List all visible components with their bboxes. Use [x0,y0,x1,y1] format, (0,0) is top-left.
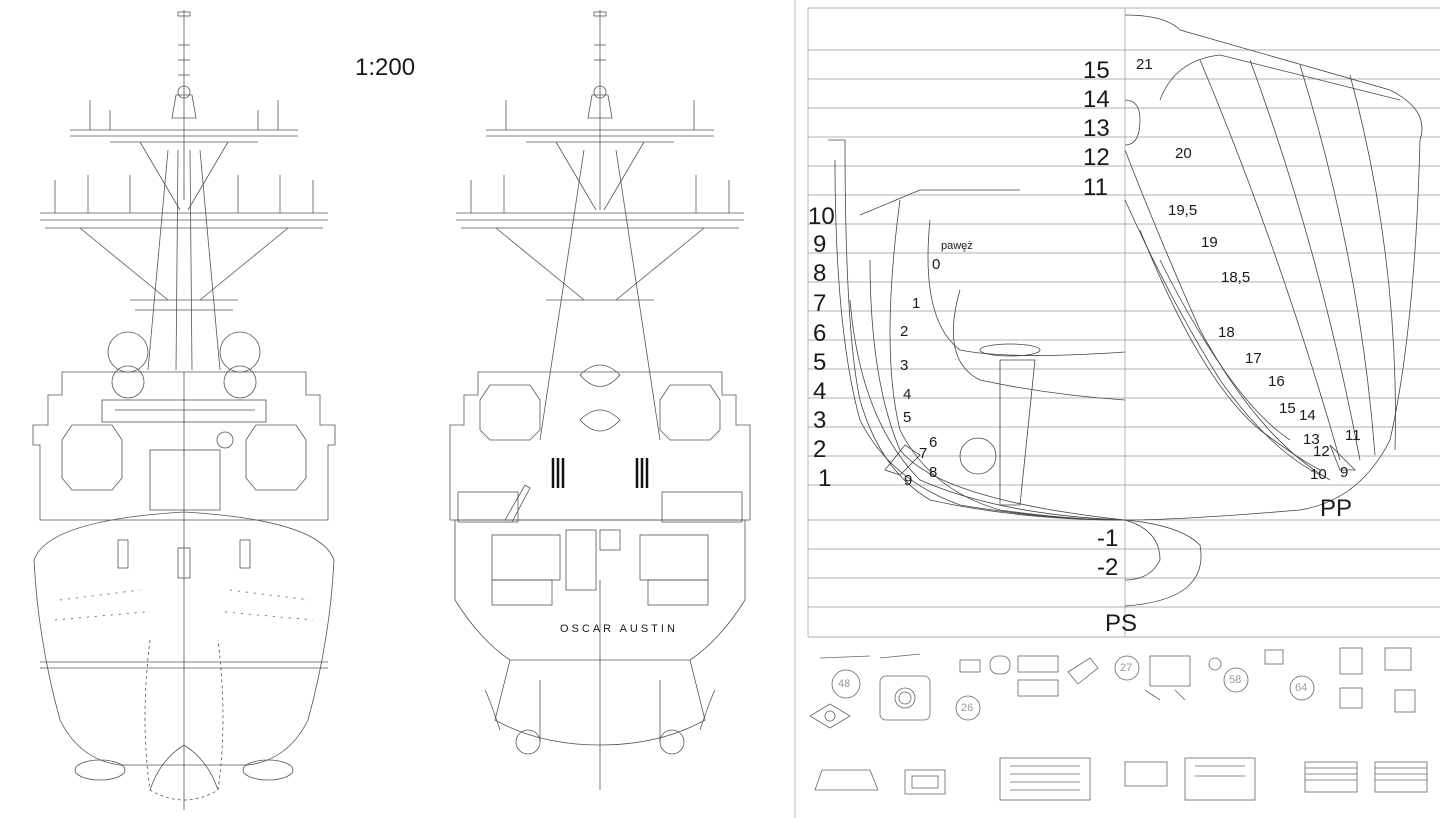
stern-view-drawing [449,10,751,790]
station-label: 19 [1201,234,1218,251]
transom-label: pawęż [941,240,973,252]
station-label: 4 [903,386,912,403]
station-label: 18,5 [1221,269,1251,286]
station-label: 12 [1313,443,1330,460]
ship-name-label: OSCAR AUSTIN [560,623,678,635]
station-label: 14 [1299,407,1316,424]
parts-sheet [809,647,1428,801]
station-label: 1 [912,295,921,312]
station-label: 15 [1279,400,1296,417]
station-label: 16 [1268,373,1285,390]
station-label: 17 [1245,350,1262,367]
body-plan-grid [807,7,1440,638]
waterline-label: 5 [813,349,827,376]
station-label: 6 [929,434,938,451]
part-number: 64 [1295,682,1308,694]
waterline-label: 1 [818,465,832,492]
waterline-label: 6 [813,320,827,347]
station-label: 21 [1136,56,1153,73]
station-label: 10 [1310,466,1327,483]
station-label: 19,5 [1168,202,1198,219]
station-label: 9 [904,472,913,489]
part-number: 58 [1229,674,1242,686]
part-number: 26 [961,702,974,714]
body-plan-bow-sections [1124,14,1423,607]
waterline-label: 10 [808,203,835,230]
waterline-label: 3 [813,407,827,434]
waterline-label: 9 [813,231,827,258]
waterline-label: 11 [1083,174,1108,201]
ps-label: PS [1105,610,1138,637]
part-number: 48 [838,678,851,690]
station-label: 18 [1218,324,1235,341]
waterline-label: 2 [813,436,827,463]
waterline-label: 13 [1083,115,1110,142]
station-label: 9 [1340,464,1349,481]
station-label: 20 [1175,145,1192,162]
front-view-drawing [32,10,336,810]
station-label: 2 [900,323,909,340]
waterline-label: 7 [813,290,827,317]
station-label: 5 [903,409,912,426]
body-plan-stern-sections [828,139,1126,521]
waterline-label: 4 [813,378,827,405]
waterline-label: 15 [1083,57,1110,84]
station-label: 13 [1303,431,1320,448]
station-label: 8 [929,464,938,481]
station-label: 11 [1345,427,1361,444]
scale-label: 1:200 [355,54,416,81]
waterline-label: -1 [1097,525,1119,552]
pp-label: PP [1320,495,1353,522]
waterline-label: 14 [1083,86,1110,113]
part-number: 27 [1120,662,1133,674]
station-label: 3 [900,357,909,374]
station-label: 0 [932,256,941,273]
station-label: 7 [919,445,928,462]
waterline-label: -2 [1097,554,1119,581]
waterline-label: 8 [813,260,827,287]
waterline-label: 12 [1083,144,1110,171]
